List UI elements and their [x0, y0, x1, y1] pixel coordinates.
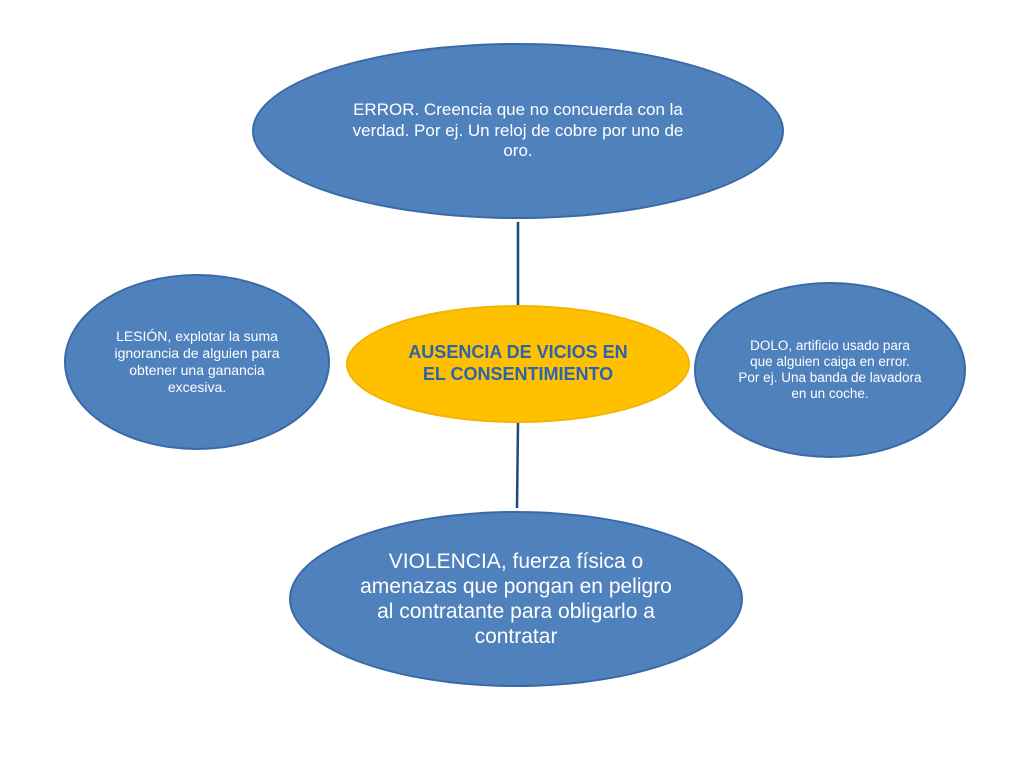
node-center-text: AUSENCIA DE VICIOS EN EL CONSENTIMIENTO — [408, 342, 628, 384]
node-violencia: VIOLENCIA, fuerza física o amenazas que … — [289, 511, 743, 687]
node-violencia-text: VIOLENCIA, fuerza física o amenazas que … — [360, 549, 672, 649]
connector-center-violencia — [515, 422, 520, 509]
node-lesion: LESIÓN, explotar la suma ignorancia de a… — [64, 274, 330, 450]
node-dolo: DOLO, artificio usado para que alguien c… — [694, 282, 966, 458]
node-center: AUSENCIA DE VICIOS EN EL CONSENTIMIENTO — [346, 305, 690, 423]
node-error: ERROR. Creencia que no concuerda con la … — [252, 43, 784, 219]
node-error-text: ERROR. Creencia que no concuerda con la … — [352, 100, 684, 161]
node-lesion-text: LESIÓN, explotar la suma ignorancia de a… — [114, 328, 280, 395]
node-dolo-text: DOLO, artificio usado para que alguien c… — [738, 337, 922, 402]
